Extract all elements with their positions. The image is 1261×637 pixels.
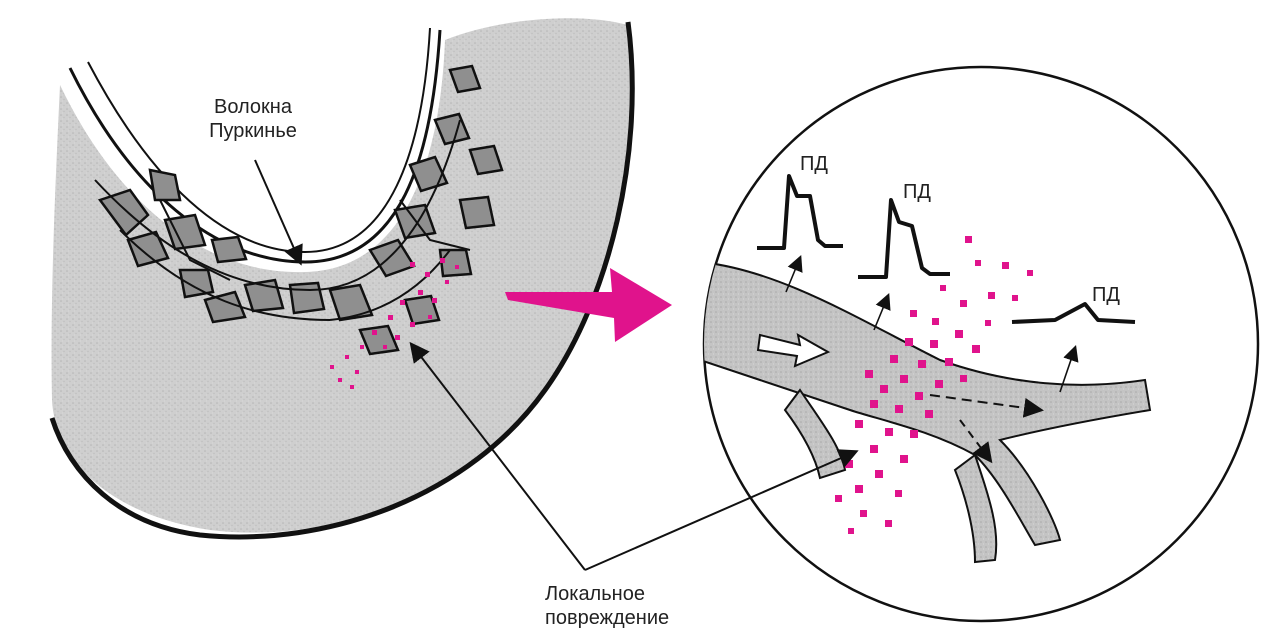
label-ap-3: ПД <box>1092 283 1120 307</box>
label-damage-line2: повреждение <box>545 606 705 630</box>
heart-wall-section <box>52 18 633 537</box>
label-purkinje-fibers: Волокна Пуркинье <box>198 95 308 143</box>
label-local-damage: Локальное повреждение <box>545 582 705 630</box>
label-ap-2: ПД <box>903 180 931 204</box>
label-purkinje-line2: Пуркинье <box>198 119 308 143</box>
purkinje-pointer <box>255 160 300 262</box>
zoom-circle <box>700 67 1258 621</box>
label-ap-1: ПД <box>800 152 828 176</box>
label-damage-line1: Локальное <box>545 582 705 606</box>
label-purkinje-line1: Волокна <box>198 95 308 119</box>
